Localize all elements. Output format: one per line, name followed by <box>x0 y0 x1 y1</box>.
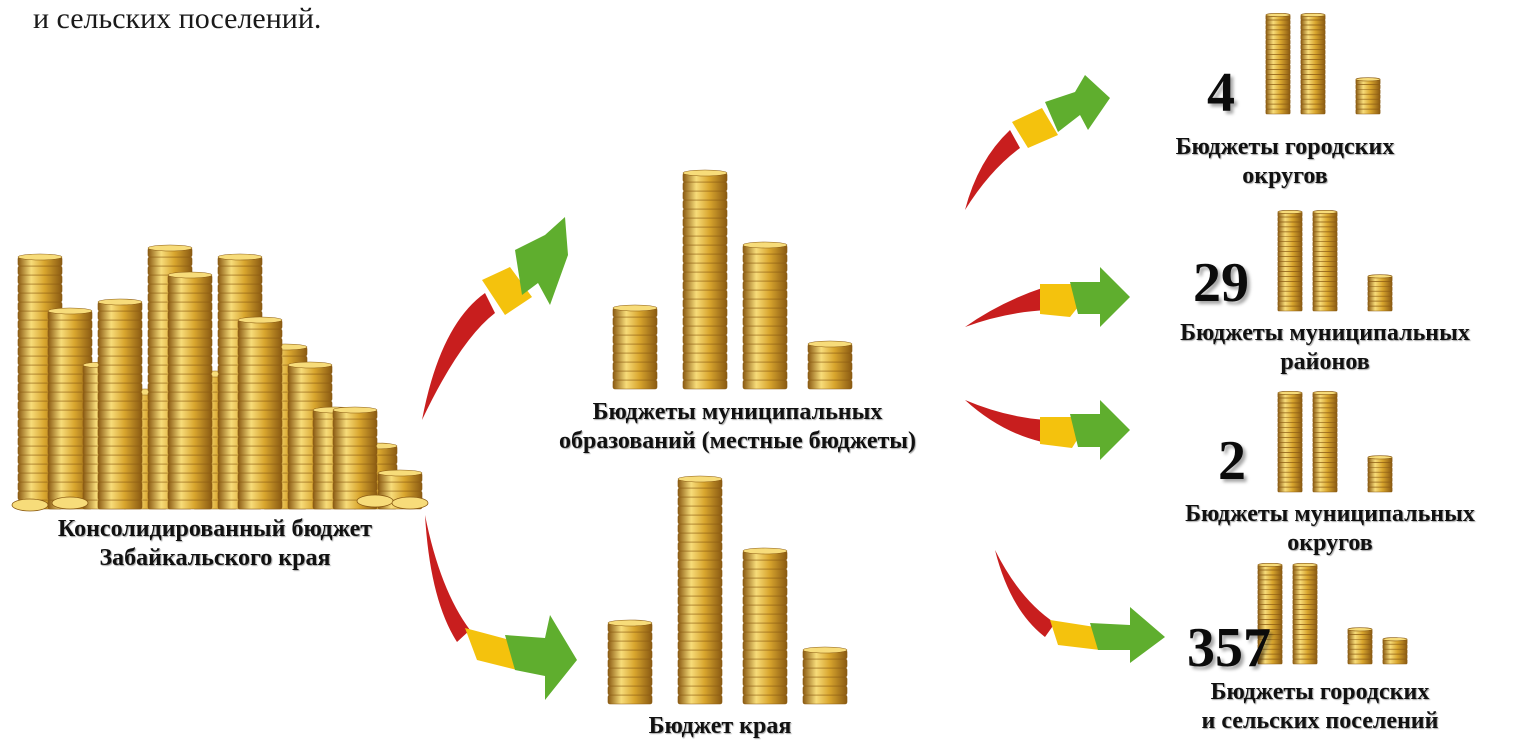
municipal-areas-label: Бюджеты муниципальных районов <box>1180 320 1470 375</box>
coin-stack-consolidated-image <box>11 244 429 512</box>
municipal-budgets-label: Бюджеты муниципальных образований (местн… <box>558 399 916 454</box>
region-budget-label: Бюджет края <box>648 713 792 739</box>
settlements-count: 357 <box>1187 617 1271 679</box>
coin-stack-municipal-areas-image <box>1277 210 1393 312</box>
municipal-districts-label: Бюджеты муниципальных округов <box>1185 501 1475 556</box>
arrow-to-region <box>425 515 577 700</box>
arrow-to-municipal-districts <box>965 400 1130 460</box>
city-districts-label: Бюджеты городских округов <box>1175 134 1395 189</box>
settlements-label: Бюджеты городских и сельских поселений <box>1201 679 1439 734</box>
city-districts-count: 4 <box>1207 62 1235 124</box>
arrow-to-municipal-areas <box>965 267 1130 327</box>
coin-stack-city-districts-image <box>1265 13 1381 115</box>
arrow-to-municipal <box>422 217 568 420</box>
coin-stack-municipal-image <box>612 169 853 390</box>
arrow-to-settlements <box>995 550 1165 663</box>
municipal-areas-count: 29 <box>1193 252 1249 314</box>
consolidated-budget-label: Консолидированный бюджет Забайкальского … <box>57 516 373 571</box>
municipal-districts-count: 2 <box>1218 430 1246 492</box>
coin-stack-settlements-image <box>1257 563 1408 665</box>
arrow-to-city-districts <box>965 75 1110 210</box>
header-text: и сельских поселений. <box>33 2 322 35</box>
coin-stack-region-image <box>607 475 848 705</box>
coin-stack-municipal-districts-image <box>1277 391 1393 493</box>
